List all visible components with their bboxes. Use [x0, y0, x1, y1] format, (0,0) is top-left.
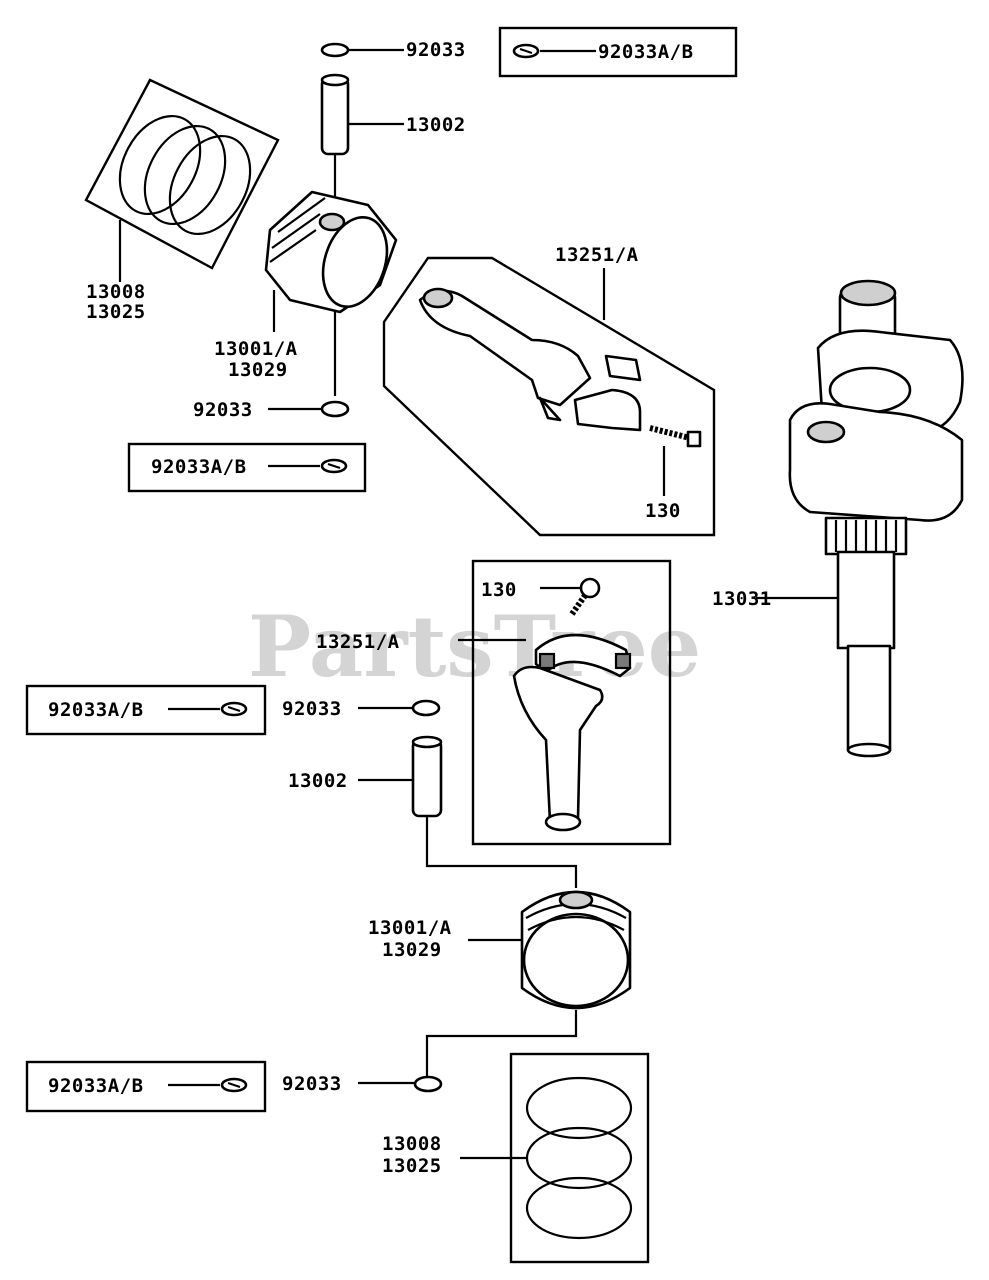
- circlip-top[interactable]: [320, 42, 404, 58]
- label-13251a-top[interactable]: 13251/A: [555, 244, 639, 266]
- label-13001a-bot[interactable]: 13001/A: [368, 917, 452, 939]
- circlip-top-lower[interactable]: [268, 400, 350, 418]
- label-13002-mid[interactable]: 13002: [288, 770, 348, 792]
- label-92033ab-top-lower[interactable]: 92033A/B: [151, 456, 247, 478]
- label-13001a-top[interactable]: 13001/A: [214, 338, 298, 360]
- circlip-bot[interactable]: [358, 1075, 443, 1093]
- label-13008-top[interactable]: 13008: [86, 281, 146, 303]
- circlip-kit-box-top[interactable]: [498, 26, 738, 78]
- label-13029-bot[interactable]: 13029: [382, 939, 442, 961]
- circlip-mid[interactable]: [358, 699, 441, 717]
- connecting-rod-assembly-mid[interactable]: [458, 559, 672, 846]
- label-13251a-mid[interactable]: 13251/A: [316, 631, 400, 653]
- piston-top[interactable]: [264, 190, 398, 396]
- crankshaft[interactable]: [756, 279, 964, 758]
- label-130-mid[interactable]: 130: [481, 579, 517, 601]
- label-13025-bot[interactable]: 13025: [382, 1155, 442, 1177]
- circlip-kit-box-top-lower[interactable]: [127, 442, 367, 493]
- label-92033ab-top[interactable]: 92033A/B: [598, 41, 694, 63]
- label-92033-bot[interactable]: 92033: [282, 1073, 342, 1095]
- piston-ring-set-bot[interactable]: [460, 1052, 650, 1264]
- label-13008-bot[interactable]: 13008: [382, 1133, 442, 1155]
- connecting-rod-assembly-top[interactable]: [382, 256, 716, 537]
- piston-bottom[interactable]: [425, 890, 632, 1078]
- label-92033ab-mid[interactable]: 92033A/B: [48, 699, 144, 721]
- watermark: PartsTree: [248, 597, 701, 696]
- label-13025-top[interactable]: 13025: [86, 301, 146, 323]
- label-92033ab-bot[interactable]: 92033A/B: [48, 1075, 144, 1097]
- circlip-kit-box-mid[interactable]: [25, 684, 267, 736]
- label-13031[interactable]: 13031: [712, 588, 772, 610]
- piston-pin-mid[interactable]: [358, 735, 578, 888]
- label-13002-top[interactable]: 13002: [406, 114, 466, 136]
- label-92033-top[interactable]: 92033: [406, 39, 466, 61]
- label-13029-top[interactable]: 13029: [228, 359, 288, 381]
- label-130-top[interactable]: 130: [645, 500, 681, 522]
- circlip-kit-box-bot[interactable]: [25, 1060, 267, 1113]
- piston-pin-top[interactable]: [320, 73, 404, 200]
- label-92033-mid[interactable]: 92033: [282, 698, 342, 720]
- piston-ring-set-top[interactable]: [84, 78, 280, 282]
- label-92033-top-lower[interactable]: 92033: [193, 399, 253, 421]
